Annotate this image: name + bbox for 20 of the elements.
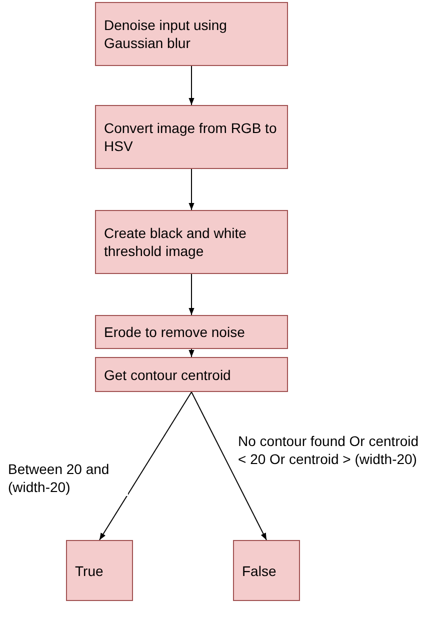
arrow — [188, 168, 194, 210]
arrow — [191, 392, 267, 540]
box-text: Convert image from RGB to HSV — [104, 119, 278, 155]
box-text: Create black and white threshold image — [104, 224, 248, 260]
process-box — [95, 210, 288, 274]
process-box — [233, 540, 300, 601]
box-text: Get contour centroid — [104, 366, 231, 384]
arrow — [188, 348, 194, 358]
process-box — [95, 315, 288, 349]
process-box — [95, 105, 288, 169]
process-box — [95, 2, 288, 66]
arrow — [188, 66, 194, 106]
process-box — [95, 357, 288, 392]
box-text: Erode to remove noise — [104, 323, 245, 341]
box-text: True — [75, 562, 104, 580]
box-text: Denoise input using Gaussian blur — [104, 16, 228, 52]
arrow — [99, 392, 192, 540]
arrow — [188, 274, 194, 316]
process-box — [66, 540, 133, 601]
box-text: False — [242, 562, 276, 580]
